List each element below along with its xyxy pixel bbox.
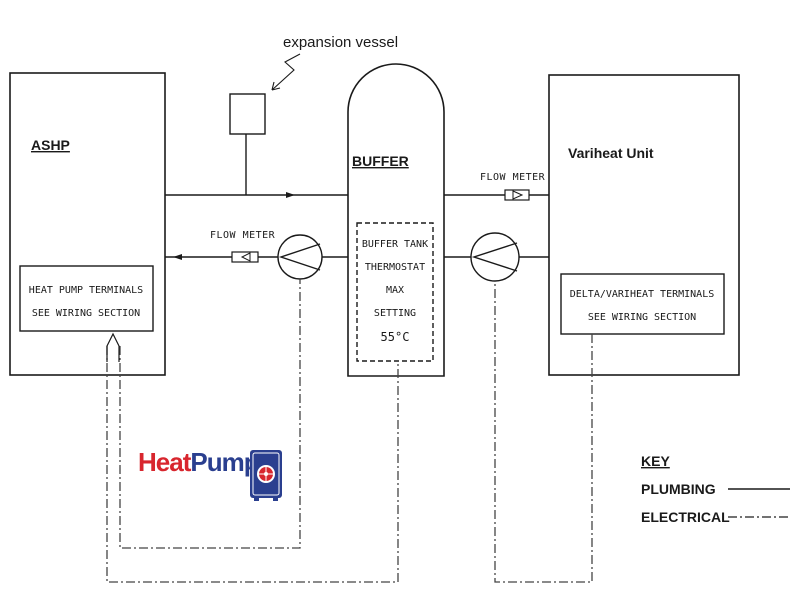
thermostat-text-2: THERMOSTAT — [365, 262, 425, 273]
delta-terminals-text-2: SEE WIRING SECTION — [588, 312, 696, 323]
expansion-vessel-pointer — [271, 53, 301, 91]
terminal-connector-icon — [106, 332, 120, 362]
flow-meter-left-label: FLOW METER — [210, 230, 276, 241]
flow-meter-right-icon — [504, 189, 530, 201]
flow-arrow-icon — [286, 192, 295, 198]
return-arrow-icon — [173, 254, 182, 260]
hp-terminals-text-1: HEAT PUMP TERMINALS — [29, 285, 143, 296]
pump-left-icon — [277, 234, 323, 280]
pump-right-icon — [470, 232, 520, 282]
wire-delta-to-pump-right — [494, 281, 593, 583]
flow-meter-left-icon — [231, 251, 259, 263]
heatpump-logo: HeatPump — [138, 447, 282, 501]
variheat-label: Variheat Unit — [568, 145, 654, 161]
thermostat-text-4: SETTING — [374, 308, 416, 319]
buffer-label: BUFFER — [352, 153, 409, 169]
expansion-vessel-box — [229, 93, 266, 135]
delta-terminals-box — [560, 273, 725, 335]
thermostat-text-5: 55°C — [381, 330, 410, 344]
thermostat-text-3: MAX — [386, 285, 404, 296]
thermostat-box — [356, 222, 434, 362]
logo-heat: Heat — [138, 447, 192, 477]
variheat-unit-box — [548, 74, 740, 376]
hp-terminals-text-2: SEE WIRING SECTION — [32, 308, 140, 319]
logo-pump: Pump — [190, 447, 258, 477]
buffer-tank — [347, 63, 445, 377]
key-plumbing-label: PLUMBING — [641, 481, 716, 497]
heat-pump-terminals-box — [19, 265, 154, 332]
wire-hp-to-pump-left — [119, 279, 301, 549]
flow-meter-right-label: FLOW METER — [480, 172, 546, 183]
electrical-wiring — [106, 279, 593, 583]
expansion-vessel-pointer-arrowhead-icon — [271, 81, 281, 91]
heatpump-logo-unit-icon — [250, 450, 282, 501]
ashp-unit-box — [9, 72, 166, 376]
thermostat-text-1: BUFFER TANK — [362, 239, 428, 250]
key-title: KEY — [641, 453, 670, 469]
ashp-label: ASHP — [31, 137, 70, 153]
key-electrical-label: ELECTRICAL — [641, 509, 730, 525]
delta-terminals-text-1: DELTA/VARIHEAT TERMINALS — [570, 289, 715, 300]
expansion-vessel-label: expansion vessel — [283, 34, 398, 51]
heatpump-logo-text: HeatPump — [138, 447, 259, 477]
wire-hp-to-thermostat — [106, 346, 399, 583]
